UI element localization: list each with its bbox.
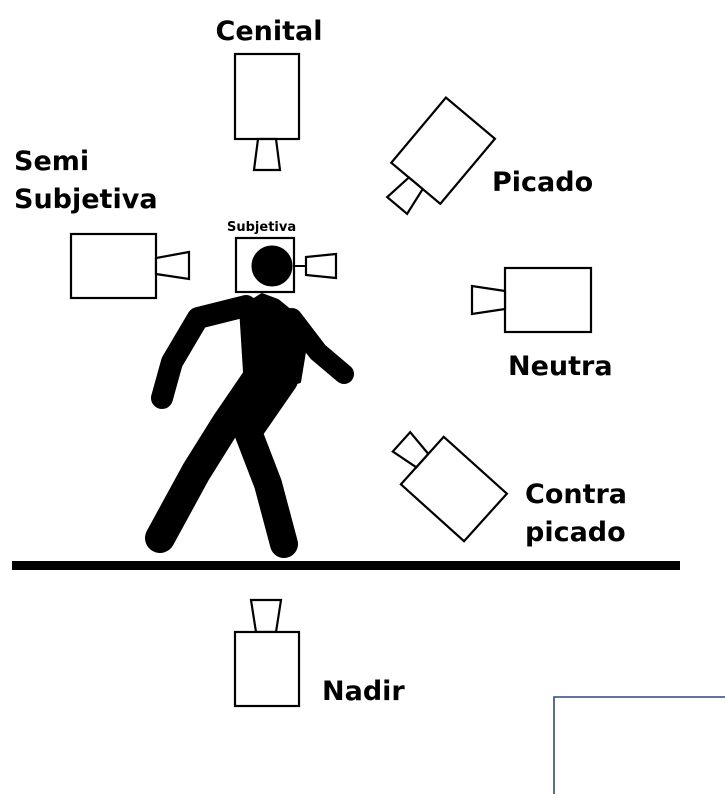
corner-frame xyxy=(553,696,725,794)
label-subjetiva: Subjetiva xyxy=(227,220,296,235)
label-neutra: Neutra xyxy=(508,351,613,382)
camera-semi-subjetiva xyxy=(69,232,191,300)
camera-neutra xyxy=(470,266,593,334)
label-picado: Picado xyxy=(492,167,593,198)
walking-person-icon xyxy=(145,245,354,558)
label-semi-subjetiva-line1: Semi xyxy=(14,146,89,177)
label-semi-subjetiva-line2: Subjetiva xyxy=(14,184,158,215)
label-contra-picado-line1: Contra xyxy=(525,479,627,510)
label-contra-picado-line2: picado xyxy=(525,517,626,548)
camera-contra-picado xyxy=(391,430,509,543)
camera-nadir xyxy=(233,598,301,708)
camera-cenital xyxy=(233,52,301,172)
label-nadir: Nadir xyxy=(322,676,405,707)
ground-line xyxy=(12,561,680,570)
label-cenital: Cenital xyxy=(216,16,323,47)
camera-picado xyxy=(385,96,497,216)
